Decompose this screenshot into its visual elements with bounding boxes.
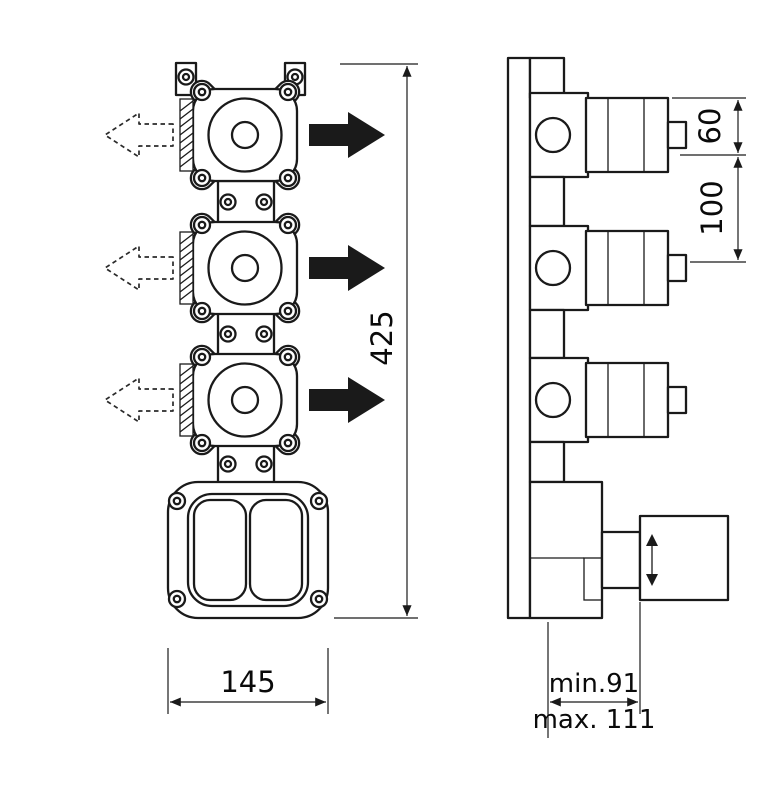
screw-hole (255, 325, 273, 343)
screw-hole-center (172, 496, 182, 506)
side-module-3 (528, 356, 688, 444)
housing-compartment-left (192, 498, 248, 602)
module-connector (216, 442, 276, 486)
mixer-housing (166, 480, 330, 620)
screw-hole (177, 68, 195, 86)
side-bottom-section (528, 440, 730, 620)
screw-hole-center (259, 329, 269, 339)
screw-hole (255, 193, 273, 211)
housing-body (166, 480, 330, 620)
side-module-2 (528, 224, 688, 312)
top-mounting-tab (174, 61, 198, 97)
top-neck (528, 56, 566, 100)
screw-hole-center (314, 496, 324, 506)
screw-hole-center (172, 594, 182, 604)
box-connector (600, 530, 642, 590)
thermostat-module-3 (103, 340, 387, 460)
module-connector (216, 179, 276, 225)
adjustment-arrows-icon (646, 534, 658, 586)
wall-plate (506, 56, 532, 620)
screw-hole (309, 491, 329, 511)
outlet-nub (666, 253, 688, 283)
cartridge (584, 229, 670, 307)
offset-dimension-label: 60 (693, 108, 727, 145)
screw-hole-center (223, 329, 233, 339)
outlet-nub (666, 120, 688, 150)
port-circle (534, 381, 572, 419)
cartridge (584, 96, 670, 174)
screw-hole (309, 589, 329, 609)
screw-hole (219, 325, 237, 343)
depth-max-label: max. 111 (533, 705, 656, 735)
screw-hole-center (290, 72, 300, 82)
screw-hole (255, 455, 273, 473)
body-neck (528, 308, 566, 360)
module-connector (216, 310, 276, 358)
mixer-box (638, 514, 730, 602)
port-circle (534, 249, 572, 287)
height-dimension: 425 (334, 63, 418, 619)
body-neck (528, 175, 566, 228)
thermostat-module-2 (103, 208, 387, 328)
outlet-offset-dimensions: 60 100 (672, 97, 746, 263)
width-dimension-label: 145 (220, 665, 275, 699)
screw-hole-center (181, 72, 191, 82)
depth-min-label: min.91 (549, 669, 639, 699)
depth-dimension: min.91 max. 111 (533, 602, 656, 738)
width-dimension: 145 (167, 648, 329, 714)
side-module-1 (528, 91, 688, 179)
lower-body (528, 480, 604, 620)
front-view: 425 145 (103, 61, 418, 714)
screw-hole (167, 491, 187, 511)
spacing-dimension-label: 100 (695, 180, 729, 235)
screw-hole-center (259, 459, 269, 469)
screw-hole (219, 193, 237, 211)
screw-hole-center (314, 594, 324, 604)
height-dimension-label: 425 (365, 310, 399, 365)
thermostat-module-1 (103, 75, 387, 195)
screw-hole-center (223, 459, 233, 469)
port-circle (534, 116, 572, 154)
housing-inner-frame (186, 492, 310, 608)
side-view: 60 100 min.91 max. 111 (506, 56, 746, 738)
body-neck (528, 440, 566, 484)
screw-hole (167, 589, 187, 609)
screw-hole-center (259, 197, 269, 207)
screw-hole (219, 455, 237, 473)
housing-compartment-right (248, 498, 304, 602)
screw-hole-center (223, 197, 233, 207)
outlet-nub (666, 385, 688, 415)
cartridge (584, 361, 670, 439)
